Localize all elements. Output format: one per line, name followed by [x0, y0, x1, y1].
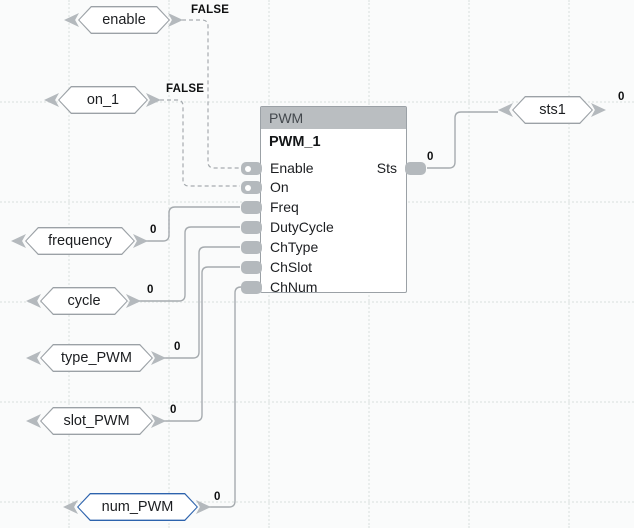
input-label-chnum: ChNum	[270, 279, 318, 295]
input-pin-freq[interactable]	[241, 201, 262, 214]
watch-value-frequency: 0	[150, 224, 157, 236]
wire-enable-to-enable-pin[interactable]	[182, 19, 240, 169]
var-tag-label: enable	[102, 12, 146, 28]
watch-value-cycle: 0	[147, 284, 154, 296]
function-block-pwm[interactable]: PWM PWM_1 Enable On Freq DutyCycle ChTyp…	[241, 106, 426, 295]
tag-hexagon-fill	[41, 288, 126, 313]
var-tag-frequency[interactable]: frequency	[11, 227, 148, 255]
var-tag-sts1[interactable]: sts1	[498, 96, 606, 124]
output-pin-sts[interactable]	[405, 162, 426, 175]
var-tag-label: frequency	[48, 233, 112, 249]
grid-line	[468, 0, 470, 528]
var-tag-label: num_PWM	[101, 499, 174, 515]
watch-value-on1: FALSE	[166, 83, 205, 95]
tag-hexagon-fill	[78, 494, 196, 519]
block-type-header: PWM	[261, 107, 406, 129]
input-pin-dutycycle[interactable]	[241, 221, 262, 234]
input-pin-on[interactable]	[241, 181, 262, 194]
grid-line	[0, 501, 634, 503]
var-tag-typepwm[interactable]: type_PWM	[26, 344, 166, 372]
grid-line	[0, 401, 634, 403]
input-pin-chnum[interactable]	[241, 281, 262, 294]
watch-value-typepwm: 0	[174, 341, 181, 353]
input-label-chtype: ChType	[270, 239, 319, 255]
input-label-freq: Freq	[270, 199, 299, 215]
grid-line	[168, 0, 170, 528]
watch-value-sts1: 0	[618, 91, 625, 103]
tag-hexagon-fill	[41, 408, 151, 433]
wire-on1-to-on-pin[interactable]	[160, 99, 240, 187]
input-label-dutycycle: DutyCycle	[270, 219, 334, 235]
var-tag-label: type_PWM	[61, 350, 132, 366]
watch-value-enable: FALSE	[191, 4, 230, 16]
var-tag-label: on_1	[86, 92, 120, 108]
block-instance-name: PWM_1	[269, 134, 321, 150]
var-tag-slotpwm[interactable]: slot_PWM	[26, 407, 166, 435]
input-label-enable: Enable	[270, 160, 314, 176]
input-pin-enable[interactable]	[241, 162, 262, 175]
output-label-sts: Sts	[376, 160, 397, 176]
tag-hexagon-fill	[26, 228, 133, 253]
var-tag-on1[interactable]: on_1	[44, 86, 161, 114]
block-type-label: PWM	[269, 110, 304, 126]
input-label-chslot: ChSlot	[270, 259, 313, 275]
var-tag-label: cycle	[67, 293, 101, 309]
grid-line	[0, 301, 634, 303]
grid-line	[68, 0, 70, 528]
input-pin-chslot[interactable]	[241, 261, 262, 274]
grid-line	[0, 101, 634, 103]
wire-frequency-to-freq-pin[interactable]	[145, 206, 240, 242]
input-label-on: On	[270, 179, 289, 195]
watch-value-slotpwm: 0	[170, 404, 177, 416]
watch-value-sts: 0	[427, 151, 434, 163]
wire-slotpwm-to-chslot-pin[interactable]	[164, 266, 240, 422]
wire-typepwm-to-chtype-pin[interactable]	[164, 246, 240, 359]
wire-cycle-to-dutycycle-pin[interactable]	[139, 226, 240, 302]
input-pin-chtype[interactable]	[241, 241, 262, 254]
wire-sts-to-sts1[interactable]	[427, 111, 498, 169]
grid-line	[568, 0, 570, 528]
tag-hexagon-fill	[59, 87, 146, 112]
tag-hexagon-fill	[513, 97, 591, 122]
var-tag-numpwm-selected[interactable]: num_PWM	[63, 493, 211, 521]
tag-hexagon-fill	[41, 345, 151, 370]
tag-hexagon-fill	[79, 7, 168, 32]
wire-numpwm-to-chnum-pin[interactable]	[209, 286, 242, 508]
watch-value-numpwm: 0	[214, 491, 221, 503]
var-tag-label: sts1	[539, 102, 566, 118]
var-tag-enable[interactable]: enable	[64, 6, 183, 34]
var-tag-cycle[interactable]: cycle	[26, 287, 141, 315]
var-tag-label: slot_PWM	[63, 413, 130, 429]
